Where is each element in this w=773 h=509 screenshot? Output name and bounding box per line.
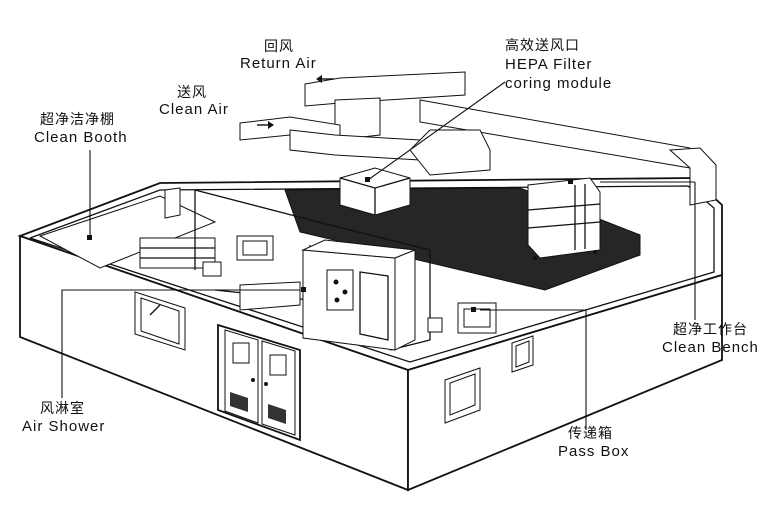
right-wall-windows <box>444 335 534 424</box>
label-air-shower: 风淋室 Air Shower <box>22 400 105 435</box>
return-air-en: Return Air <box>240 55 317 72</box>
clean-booth-en: Clean Booth <box>34 129 128 146</box>
clean-booth-room <box>38 187 217 269</box>
return-air-zh: 回风 <box>264 38 294 54</box>
air-shower-unit <box>239 239 416 351</box>
air-shower-zh: 风淋室 <box>40 400 85 416</box>
label-return-air: 回风 Return Air <box>240 38 317 72</box>
clean-bench-unit <box>527 177 601 260</box>
left-wall-window <box>134 291 186 351</box>
pass-box-units <box>202 261 497 334</box>
hepa-en-line2: coring module <box>505 75 612 92</box>
hepa-en-line1: HEPA Filter <box>505 56 592 73</box>
pass-box-zh: 传递箱 <box>568 425 613 441</box>
clean-bench-en: Clean Bench <box>662 339 759 356</box>
label-clean-air: 送风 Clean Air <box>159 84 229 118</box>
pass-box-en: Pass Box <box>558 443 629 460</box>
ductwork <box>239 71 717 206</box>
clean-air-zh: 送风 <box>177 84 207 100</box>
entrance-door <box>217 323 301 442</box>
label-clean-booth: 超净洁净棚 Clean Booth <box>34 111 128 146</box>
clean-air-en: Clean Air <box>159 101 229 118</box>
leader-lines <box>61 81 696 430</box>
label-clean-bench: 超净工作台 Clean Bench <box>662 321 759 356</box>
label-hepa: 高效送风口 HEPA Filter coring module <box>505 37 612 92</box>
clean-bench-zh: 超净工作台 <box>673 321 748 337</box>
air-shower-en: Air Shower <box>22 418 105 435</box>
hepa-module <box>339 167 411 216</box>
label-pass-box: 传递箱 Pass Box <box>558 425 629 460</box>
hepa-zh: 高效送风口 <box>505 37 580 53</box>
clean-booth-zh: 超净洁净棚 <box>40 111 115 127</box>
